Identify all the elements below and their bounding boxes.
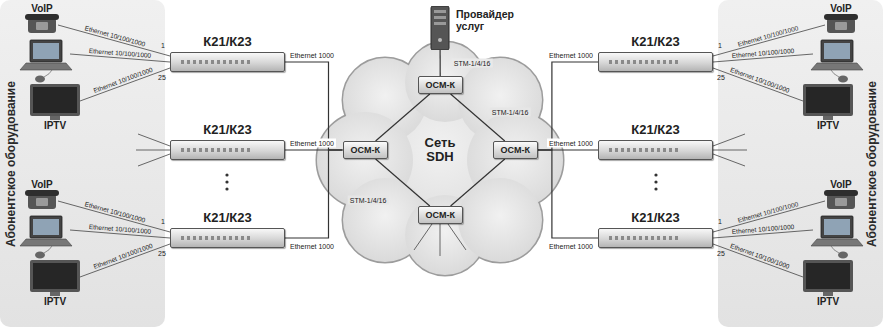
link-label: Ethernet 1000 bbox=[547, 242, 595, 251]
service-label: IPTV bbox=[44, 120, 66, 131]
device-label: К21/К23 bbox=[171, 122, 284, 137]
device-label: К21/К23 bbox=[171, 210, 284, 225]
access-device: К21/К23 bbox=[598, 228, 713, 248]
link-label: Ethernet 1000 bbox=[547, 51, 595, 60]
service-label: IPTV bbox=[817, 296, 839, 307]
node-label: ОСМ-К bbox=[501, 145, 530, 155]
subscriber-equipment bbox=[20, 190, 170, 296]
subscriber-panel bbox=[718, 0, 883, 327]
cloud-fill bbox=[317, 42, 563, 275]
link-label: Ethernet 1000 bbox=[288, 139, 336, 148]
server-icon bbox=[429, 6, 451, 50]
device-label: К21/К23 bbox=[599, 210, 712, 225]
subscriber-panel: Абонентское оборудование bbox=[0, 0, 165, 327]
link-line bbox=[538, 150, 598, 238]
link-line bbox=[451, 159, 505, 206]
link-line bbox=[538, 62, 598, 150]
subscriber-equipment bbox=[20, 14, 170, 120]
link-line bbox=[440, 50, 441, 76]
port-number: 25 bbox=[158, 250, 166, 258]
link-label: Ethernet 1000 bbox=[547, 139, 595, 148]
port-number: 25 bbox=[158, 74, 166, 82]
device-label: К21/К23 bbox=[599, 34, 712, 49]
device-label: К21/К23 bbox=[599, 122, 712, 137]
link-line bbox=[285, 62, 343, 150]
subscriber-equipment bbox=[713, 190, 863, 296]
link-label: STM-1/4/16 bbox=[490, 108, 531, 117]
sdh-cloud: Сеть SDH ОСМ-К ОСМ-К ОСМ-К ОСМ-К bbox=[315, 42, 565, 277]
link-line bbox=[285, 150, 343, 238]
port-number: 1 bbox=[718, 218, 722, 226]
panel-title: Абонентское оборудование bbox=[4, 81, 18, 247]
node-label: ОСМ-К bbox=[426, 80, 455, 90]
access-device: К21/К23 bbox=[170, 140, 285, 160]
port-number: 1 bbox=[718, 42, 722, 50]
service-label: VoIP bbox=[830, 3, 851, 14]
ocm-node: ОСМ-К bbox=[418, 206, 463, 224]
ocm-node: ОСМ-К bbox=[493, 141, 538, 159]
service-label: VoIP bbox=[31, 179, 52, 190]
access-device: К21/К23 bbox=[598, 52, 713, 72]
device-label: К21/К23 bbox=[171, 34, 284, 49]
subscriber-panel bbox=[0, 0, 165, 327]
link-line bbox=[376, 94, 430, 141]
service-label: VoIP bbox=[830, 179, 851, 190]
access-device: К21/К23 bbox=[170, 52, 285, 72]
port-number: 25 bbox=[717, 74, 725, 82]
ocm-node: ОСМ-К bbox=[343, 141, 388, 159]
node-label: ОСМ-К bbox=[351, 145, 380, 155]
link-label: STM-1/4/16 bbox=[452, 59, 493, 68]
service-label: VoIP bbox=[31, 3, 52, 14]
link-label: STM-1/4/16 bbox=[348, 196, 389, 205]
subscriber-panel: Абонентское оборудование bbox=[718, 0, 883, 327]
cloud-outline bbox=[317, 42, 563, 275]
port-number: 1 bbox=[161, 42, 165, 50]
node-label: ОСМ-К bbox=[426, 210, 455, 220]
access-device: К21/К23 bbox=[598, 140, 713, 160]
service-label: IPTV bbox=[44, 296, 66, 307]
network-label: Сеть SDH bbox=[410, 136, 470, 164]
link-line bbox=[451, 94, 505, 141]
panel-title: Абонентское оборудование bbox=[865, 81, 879, 247]
link-label: Ethernet 1000 bbox=[288, 51, 336, 60]
link-label: Ethernet 1000 bbox=[288, 242, 336, 251]
service-label: IPTV bbox=[817, 120, 839, 131]
port-number: 25 bbox=[717, 250, 725, 258]
provider-server: Провайдер услуг bbox=[429, 6, 451, 50]
fan-lines bbox=[136, 134, 747, 256]
provider-label: Провайдер услуг bbox=[456, 8, 528, 32]
ocm-node: ОСМ-К bbox=[418, 76, 463, 94]
access-device: К21/К23 bbox=[170, 228, 285, 248]
port-number: 1 bbox=[161, 218, 165, 226]
subscriber-equipment bbox=[713, 14, 863, 120]
ellipsis-dots bbox=[225, 173, 657, 190]
